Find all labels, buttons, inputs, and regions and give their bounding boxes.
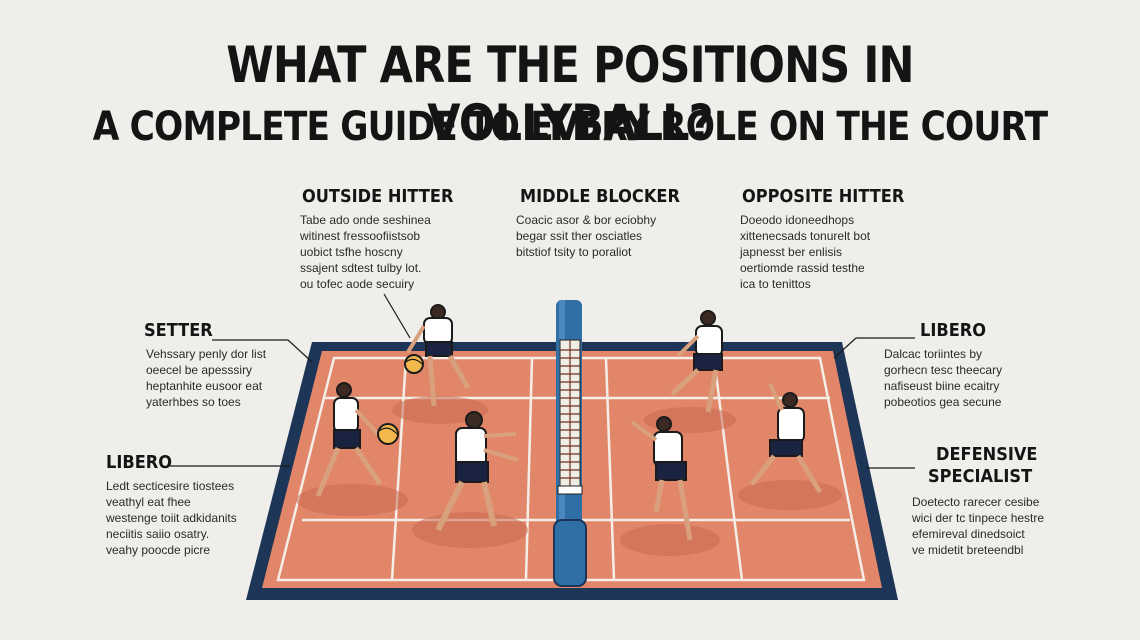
libero-right-description: Dalcac toriintes by gorhecn tesc theecar…	[884, 346, 1002, 410]
description-line: ou tofec aode secuiry	[300, 277, 415, 291]
players	[315, 304, 823, 541]
description-line: ssajent sdtest tulby lot.	[300, 261, 422, 275]
opposite-hitter-description: Doeodo idoneedhops xittenecsads tonurelt…	[740, 212, 870, 292]
opposite-hitter-label: OPPOSITE HITTER	[742, 186, 905, 207]
description-line: ica to tenittos	[740, 277, 811, 291]
middle-blocker-description: Coacic asor & bor eciobhy begar ssit the…	[516, 212, 656, 260]
libero-left-description: Ledt secticesire tiostees veathyl eat fh…	[106, 478, 237, 558]
description-line: neciitis saiio osatry.	[106, 527, 210, 541]
defensive-specialist-label-line1: DEFENSIVE	[936, 444, 1038, 465]
defensive-specialist-label-line2: SPECIALIST	[928, 466, 1033, 487]
player-libero	[435, 411, 519, 532]
description-line: efemireval dinedsoict	[912, 527, 1025, 541]
description-line: nafiseust biine ecaitry	[884, 379, 1000, 393]
description-line: Tabe ado onde seshinea	[300, 213, 431, 227]
player-outside-hitter	[404, 304, 471, 407]
description-line: veahy poocde picre	[106, 543, 211, 557]
player-middle-blocker	[630, 416, 693, 541]
description-line: bitstiof tsity to poraliot	[516, 245, 632, 259]
description-line: wici der tc tinpece hestre	[912, 511, 1045, 525]
outside-hitter-description: Tabe ado onde seshinea witinest fressoof…	[300, 212, 431, 292]
description-line: witinest fressoofiistsob	[300, 229, 421, 243]
libero-right-label: LIBERO	[920, 320, 987, 341]
description-line: Doeodo idoneedhops	[740, 213, 855, 227]
description-line: xittenecsads tonurelt bot	[740, 229, 871, 243]
description-line: westenge toiit adkidanits	[106, 511, 237, 525]
description-line: oertiomde rassid testhe	[740, 261, 865, 275]
player-defensive-specialist	[750, 383, 823, 494]
description-line: gorhecn tesc theecary	[884, 363, 1003, 377]
court-lines	[276, 356, 866, 582]
description-line: Ledt secticesire tiostees	[106, 479, 235, 493]
description-line: pobeotios gea secune	[884, 395, 1002, 409]
description-line: Coacic asor & bor eciobhy	[516, 213, 657, 227]
description-line: veathyl eat fhee	[106, 495, 191, 509]
description-line: japnesst ber enlisis	[740, 245, 843, 259]
description-line: uobict tsfhe hoscny	[300, 245, 403, 259]
description-line: heptanhite eusoor eat	[146, 379, 263, 393]
description-line: Doetecto rarecer cesibe	[912, 495, 1040, 509]
description-line: oeecel be apesssiry	[146, 363, 253, 377]
net-mesh	[560, 340, 580, 490]
setter-description: Vehssary penly dor list oeecel be apesss…	[146, 346, 266, 410]
description-line: begar ssit ther osciatles	[516, 229, 643, 243]
description-line: ve midetit breteendbl	[912, 543, 1024, 557]
outside-hitter-label: OUTSIDE HITTER	[302, 186, 454, 207]
libero-left-label: LIBERO	[106, 452, 173, 473]
subtitle: A COMPLETE GUIDE TO EVERY ROLE ON THE CO…	[92, 104, 1048, 150]
description-line: Dalcac toriintes by	[884, 347, 983, 361]
description-line: yaterhbes so toes	[146, 395, 241, 409]
defensive-specialist-description: Doetecto rarecer cesibe wici der tc tinp…	[912, 494, 1044, 558]
player-setter	[315, 382, 399, 497]
description-line: Vehssary penly dor list	[146, 347, 267, 361]
middle-blocker-label: MIDDLE BLOCKER	[520, 186, 680, 207]
setter-label: SETTER	[144, 320, 213, 341]
main-title: WHAT ARE THE POSITIONS IN VOLLYBALL?	[226, 36, 914, 152]
player-opposite-hitter	[670, 310, 723, 413]
callout-lines	[170, 293, 915, 469]
net	[553, 300, 587, 587]
